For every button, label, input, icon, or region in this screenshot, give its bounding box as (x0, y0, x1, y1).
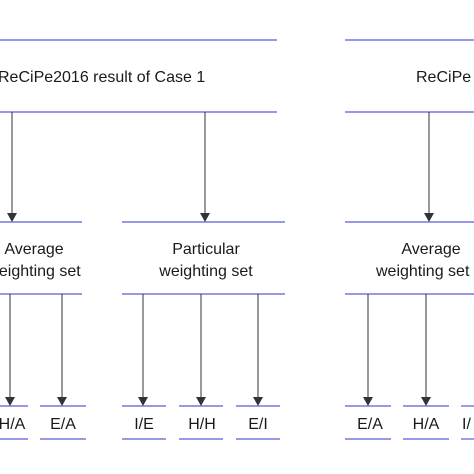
right-g1-leaf2: H/A (413, 416, 440, 433)
right-g1-leaf3: I/ (462, 416, 471, 433)
left-g2-leaf2: H/H (188, 416, 216, 433)
left-g2-leaf3: E/I (248, 416, 268, 433)
left-arrow-head-1 (7, 213, 17, 222)
left-g1-leaf1: H/A (0, 416, 26, 433)
right-g1-leaf1: E/A (357, 416, 383, 433)
left-g2-leaf1: I/E (134, 416, 154, 433)
right-group1-line2: weighting set (375, 263, 470, 280)
right-g1-leaf-arrow-head-1 (363, 397, 373, 406)
left-g1-leaf-arrow-head-2 (57, 397, 67, 406)
left-arrow-head-2 (200, 213, 210, 222)
left-g2-leaf-arrow-head-2 (196, 397, 206, 406)
left-group2-line1: Particular (172, 241, 240, 258)
right-g1-leaf-arrow-head-2 (421, 397, 431, 406)
right-arrow-head-1 (424, 213, 434, 222)
left-title: ReCiPe2016 result of Case 1 (0, 69, 205, 86)
left-g1-leaf-arrow-head-1 (5, 397, 15, 406)
left-g2-leaf-arrow-head-1 (138, 397, 148, 406)
left-g1-leaf2: E/A (50, 416, 76, 433)
left-g2-leaf-arrow-head-3 (253, 397, 263, 406)
left-group1-line1: Average (4, 241, 63, 258)
left-group2-line2: weighting set (158, 263, 253, 280)
right-title: ReCiPe (416, 69, 471, 86)
right-group1-line1: Average (401, 241, 460, 258)
left-group1-line2: weighting set (0, 263, 81, 280)
